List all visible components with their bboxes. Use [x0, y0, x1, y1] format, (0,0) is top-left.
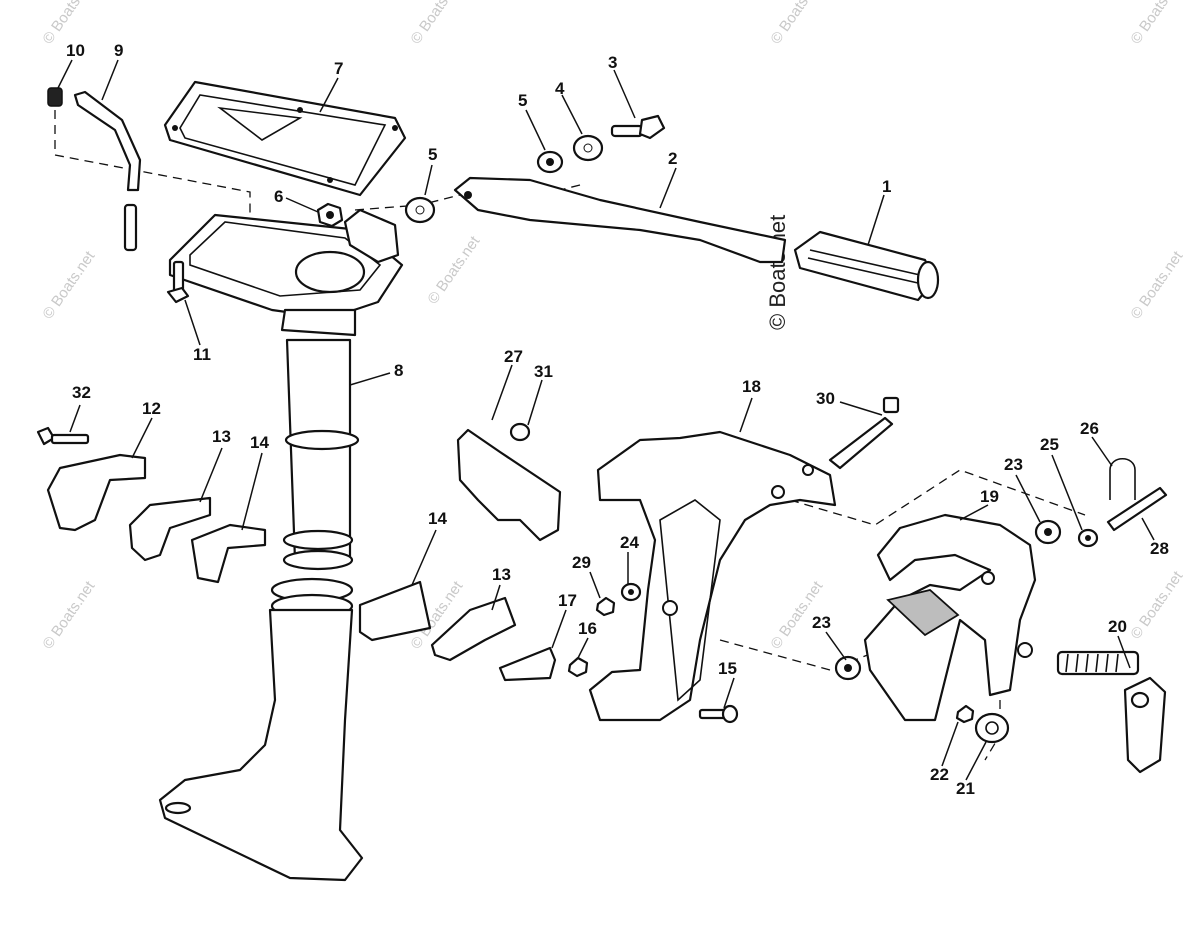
callout-7: 7: [334, 59, 343, 78]
callout-14: 14: [250, 433, 269, 452]
callout-23: 23: [1004, 455, 1023, 474]
part-26-clip: [1109, 457, 1136, 500]
callout-3: 3: [608, 53, 617, 72]
callout-30: 30: [816, 389, 835, 408]
watermark: © Boats.net: [407, 0, 466, 47]
part-1-grip: [793, 230, 940, 302]
callout-12: 12: [142, 399, 161, 418]
callout-13b: 13: [492, 565, 511, 584]
washers-5-4: [404, 134, 604, 224]
callout-28: 28: [1150, 539, 1169, 558]
part-3-bolt: [610, 114, 666, 140]
leader-lines: [57, 59, 1155, 781]
part-10-clip: [47, 87, 63, 107]
callout-24: 24: [620, 533, 639, 552]
callout-31: 31: [534, 362, 553, 381]
watermark: © Boats.net: [39, 247, 98, 322]
callout-13: 13: [212, 427, 231, 446]
small-hardware: [567, 519, 1099, 744]
callout-8: 8: [394, 361, 403, 380]
callout-25: 25: [1040, 435, 1059, 454]
watermark: © Boats.net: [424, 232, 483, 307]
callout-23b: 23: [812, 613, 831, 632]
watermark: © Boats.net: [1127, 247, 1186, 322]
part-12-clamp: [46, 453, 147, 532]
part-11-screw: [166, 260, 190, 304]
watermark: © Boats.net: [39, 577, 98, 652]
part-14-liner-center: [358, 580, 432, 642]
callouts: 10 9 7 3 5 4 5 2 1 6 11 8 32 12 13 14 27…: [66, 41, 1169, 798]
part-13-grommet-center: [430, 596, 517, 662]
callout-18: 18: [742, 377, 761, 396]
callout-14b: 14: [428, 509, 447, 528]
part-32-screw: [36, 426, 90, 446]
part-2-tiller-arm: [453, 176, 787, 264]
callout-1: 1: [882, 177, 891, 196]
part-28-pin: [1106, 486, 1168, 532]
callout-6: 6: [274, 187, 283, 206]
callout-21: 21: [956, 779, 975, 798]
part-27-bracket: [456, 428, 562, 542]
part-15-screw: [698, 704, 739, 724]
callout-2: 2: [668, 149, 677, 168]
callout-32: 32: [72, 383, 91, 402]
callout-16: 16: [578, 619, 597, 638]
part-7-gasket: [163, 80, 407, 197]
callout-26: 26: [1080, 419, 1099, 438]
part-8-drive-shaft-housing: [158, 208, 404, 882]
callout-29: 29: [572, 553, 591, 572]
callout-5b: 5: [428, 145, 437, 164]
callout-20: 20: [1108, 617, 1127, 636]
watermark: © Boats.net: [1127, 0, 1186, 47]
callout-17: 17: [558, 591, 577, 610]
part-9-tube: [73, 90, 142, 252]
watermark-large: © Boats.net: [765, 215, 790, 330]
callout-22: 22: [930, 765, 949, 784]
part-20-clamp-screw: [1056, 650, 1167, 774]
callout-15: 15: [718, 659, 737, 678]
callout-27: 27: [504, 347, 523, 366]
callout-10: 10: [66, 41, 85, 60]
part-14-liner: [190, 523, 267, 584]
callout-11: 11: [193, 345, 211, 364]
part-13-grommet: [128, 496, 212, 562]
part-30-bolt: [828, 396, 900, 470]
part-6-nut: [316, 202, 344, 228]
callout-9: 9: [114, 41, 123, 60]
part-31-plug: [509, 422, 531, 442]
callout-4: 4: [555, 79, 565, 98]
watermark: © Boats.net: [767, 0, 826, 47]
watermark: © Boats.net: [1127, 567, 1186, 642]
part-19-swivel-bracket: [863, 513, 1037, 722]
part-18-clamp-bracket: [588, 430, 837, 722]
part-17-strip: [498, 646, 557, 682]
callout-19: 19: [980, 487, 999, 506]
callout-5: 5: [518, 91, 527, 110]
